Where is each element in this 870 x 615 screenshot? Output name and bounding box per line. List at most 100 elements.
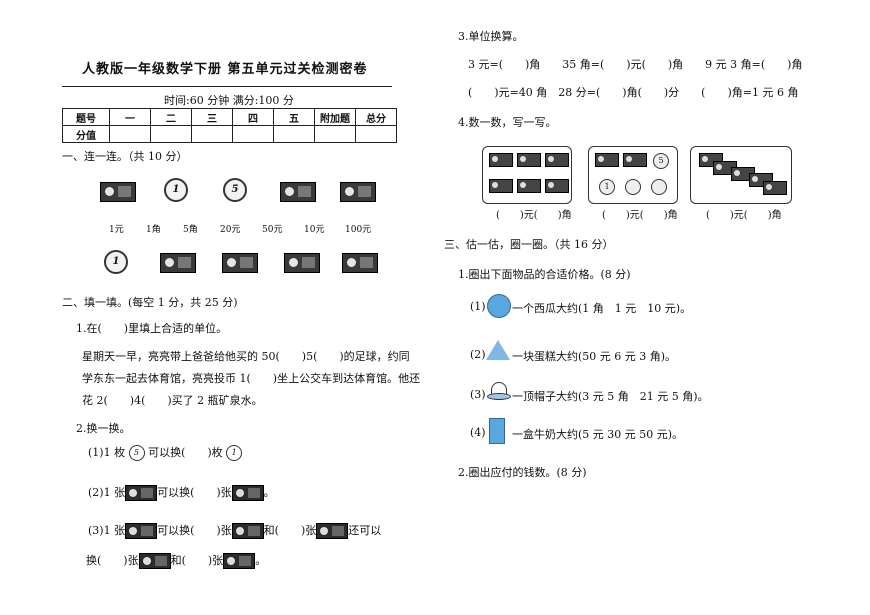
box-answer-label: ( )元( )角	[496, 210, 572, 221]
item-number: (1)	[470, 300, 486, 313]
text: (2)1 张	[88, 486, 126, 499]
table-cell: 四	[232, 108, 274, 126]
coin-image: 1	[164, 178, 188, 202]
banknote-icon	[316, 523, 349, 539]
banknote-image	[342, 253, 378, 273]
section2-heading: 二、填一填。(每空 1 分，共 25 分)	[62, 296, 238, 309]
box-answer-label: ( )元( )角	[602, 210, 678, 221]
money-label: 5角	[183, 225, 198, 235]
q1-text-line: 星期天一早，亮亮带上爸爸给他买的 50( )5( )的足球，约同	[82, 350, 410, 363]
section1-heading: 一、连一连。（共 10 分）	[62, 150, 188, 163]
cake-icon	[486, 340, 510, 360]
banknote-image	[340, 182, 376, 202]
banknote-image	[763, 181, 787, 195]
question-3: 3.单位换算。	[458, 30, 524, 43]
item-number: (4)	[470, 426, 486, 439]
money-label: 100元	[345, 225, 372, 235]
item-number: (2)	[470, 348, 486, 361]
banknote-image	[545, 179, 569, 193]
coin-icon: 5	[128, 445, 145, 461]
coin-image: 5	[653, 153, 669, 169]
table-cell: 一	[109, 108, 151, 126]
banknote-icon	[231, 523, 264, 539]
text: 可以换( )张	[157, 486, 232, 499]
banknote-icon	[125, 485, 158, 501]
text: 还可以	[348, 524, 382, 537]
section3-q1: 1.圈出下面物品的合适价格。(8 分)	[458, 268, 631, 281]
time-info: 时间:60 分钟 满分:100 分	[164, 94, 294, 107]
table-cell: 总分	[355, 108, 397, 126]
table-row: 题号 一 二 三 四 五 附加题 总分	[62, 108, 397, 126]
text: 可以换( )张	[157, 524, 232, 537]
table-cell: 分值	[62, 125, 110, 143]
coin-image	[651, 179, 667, 195]
text: (1)1 枚	[88, 446, 126, 459]
coin-image: 1	[599, 179, 615, 195]
exchange-row-4: 换( )张 和( )张 。	[86, 552, 266, 569]
text: 和( )张	[263, 524, 317, 537]
title-underline	[62, 86, 392, 87]
table-cell[interactable]	[273, 125, 315, 143]
banknote-image	[595, 153, 619, 167]
item-text: 一顶帽子大约(3 元 5 角 21 元 5 角)。	[512, 390, 709, 403]
question-4: 4.数一数，写一写。	[458, 116, 557, 129]
banknote-image	[160, 253, 196, 273]
page-title: 人教版一年级数学下册 第五单元过关检测密卷	[82, 62, 368, 77]
banknote-image	[517, 179, 541, 193]
section3-q2: 2.圈出应付的钱数。(8 分)	[458, 466, 587, 479]
banknote-image	[489, 179, 513, 193]
table-cell[interactable]	[355, 125, 397, 143]
table-cell: 五	[273, 108, 315, 126]
coin-image: 5	[223, 178, 247, 202]
money-label: 20元	[220, 225, 241, 235]
table-cell[interactable]	[314, 125, 356, 143]
banknote-image	[623, 153, 647, 167]
q1-text-line: 花 2( )4( )买了 2 瓶矿泉水。	[82, 394, 263, 407]
text: 。	[255, 554, 267, 567]
section3-heading: 三、估一估，圈一圈。（共 16 分）	[444, 238, 614, 251]
score-table: 题号 一 二 三 四 五 附加题 总分 分值	[62, 108, 397, 143]
q1-text-line: 学东东一起去体育馆，亮亮投币 1( )坐上公交车到达体育馆。他还	[82, 372, 421, 385]
table-cell[interactable]	[109, 125, 151, 143]
money-label: 50元	[262, 225, 283, 235]
box-answer-label: ( )元( )角	[706, 210, 782, 221]
text: 。	[263, 486, 275, 499]
banknote-image	[280, 182, 316, 202]
table-cell: 题号	[62, 108, 110, 126]
exchange-row-1: (1)1 枚 5 可以换( )枚 1	[88, 444, 243, 461]
table-cell: 附加题	[314, 108, 356, 126]
table-cell[interactable]	[150, 125, 192, 143]
banknote-icon	[223, 553, 256, 569]
money-label: 1角	[146, 225, 161, 235]
banknote-image	[545, 153, 569, 167]
question-1: 1.在( )里填上合适的单位。	[76, 322, 228, 335]
banknote-image	[489, 153, 513, 167]
q3-line: 3 元=( )角 35 角=( )元( )角 9 元 3 角=( )角	[468, 58, 803, 71]
money-box	[690, 146, 792, 204]
exchange-row-3: (3)1 张可以换( )张和( )张还可以	[88, 522, 381, 539]
question-2: 2.换一换。	[76, 422, 131, 435]
money-label: 1元	[109, 225, 124, 235]
milk-carton-icon	[489, 418, 505, 444]
table-cell[interactable]	[191, 125, 233, 143]
text: 换( )张	[86, 554, 139, 567]
banknote-icon	[231, 485, 264, 501]
q3-line: ( )元=40 角 28 分=( )角( )分 ( )角=1 元 6 角	[468, 86, 799, 99]
table-cell[interactable]	[232, 125, 274, 143]
table-cell: 二	[150, 108, 192, 126]
hat-icon	[487, 382, 511, 400]
table-cell: 三	[191, 108, 233, 126]
text: 可以换( )枚	[148, 446, 223, 459]
banknote-image	[284, 253, 320, 273]
text: 和( )张	[170, 554, 224, 567]
money-label: 10元	[304, 225, 325, 235]
banknote-icon	[138, 553, 171, 569]
banknote-icon	[125, 523, 158, 539]
item-number: (3)	[470, 388, 486, 401]
item-text: 一盒牛奶大约(5 元 30 元 50 元)。	[512, 428, 684, 441]
table-row: 分值	[62, 125, 397, 143]
banknote-image	[100, 182, 136, 202]
exchange-row-2: (2)1 张 可以换( )张 。	[88, 484, 275, 501]
coin-icon: 1	[226, 445, 243, 461]
coin-image: 1	[104, 250, 128, 274]
